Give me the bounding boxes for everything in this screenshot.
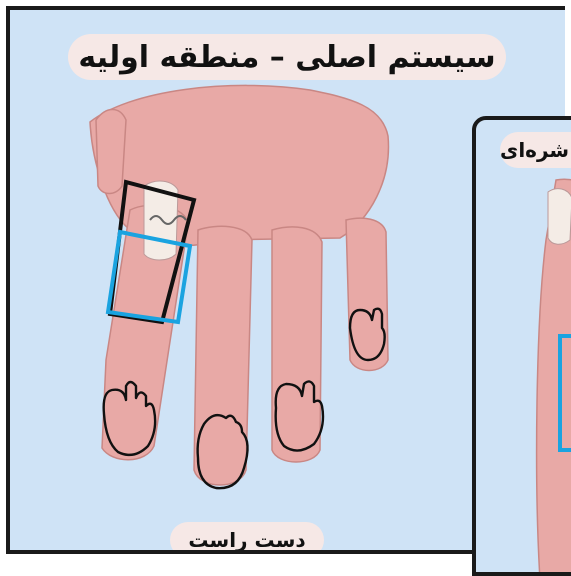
thumb-shape (96, 110, 126, 194)
hand-caption: دست راست (170, 522, 324, 554)
secondary-hand-illustration (476, 120, 571, 576)
secondary-nail-mark (548, 189, 571, 245)
ring-finger-shape (272, 227, 322, 462)
secondary-panel-title: شره‌ای (500, 132, 571, 168)
main-panel-title: سیستم اصلی – منطقه اولیه (68, 34, 506, 80)
middle-finger-shape (194, 226, 252, 485)
secondary-panel: شره‌ای (472, 116, 571, 576)
